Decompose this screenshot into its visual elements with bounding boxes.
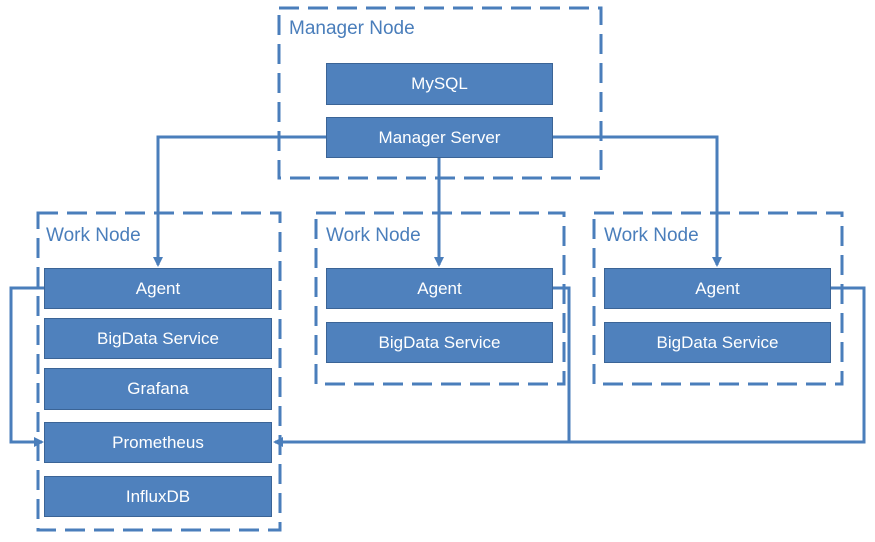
bigdata-service-1-box: BigData Service	[44, 318, 272, 359]
line-agent-2-to-bus	[553, 286, 571, 442]
arrow-manager-to-agent-3	[553, 135, 722, 267]
work-node-2-label: Work Node	[326, 225, 421, 246]
work-node-3-label: Work Node	[604, 225, 699, 246]
arrow-agent-3-to-prometheus	[273, 286, 866, 447]
manager-node-label: Manager Node	[289, 18, 415, 39]
bigdata-service-3-box: BigData Service	[604, 322, 831, 363]
influxdb-box: InfluxDB	[44, 476, 272, 517]
agent-2-box: Agent	[326, 268, 553, 309]
arrow-manager-to-agent-1	[153, 135, 326, 267]
mysql-box: MySQL	[326, 63, 553, 105]
work-node-1-label: Work Node	[46, 225, 141, 246]
agent-1-box: Agent	[44, 268, 272, 309]
manager-server-box: Manager Server	[326, 117, 553, 158]
arrow-agent-1-to-prometheus	[9, 286, 45, 447]
bigdata-service-2-box: BigData Service	[326, 322, 553, 363]
grafana-box: Grafana	[44, 368, 272, 410]
agent-3-box: Agent	[604, 268, 831, 309]
prometheus-box: Prometheus	[44, 422, 272, 463]
